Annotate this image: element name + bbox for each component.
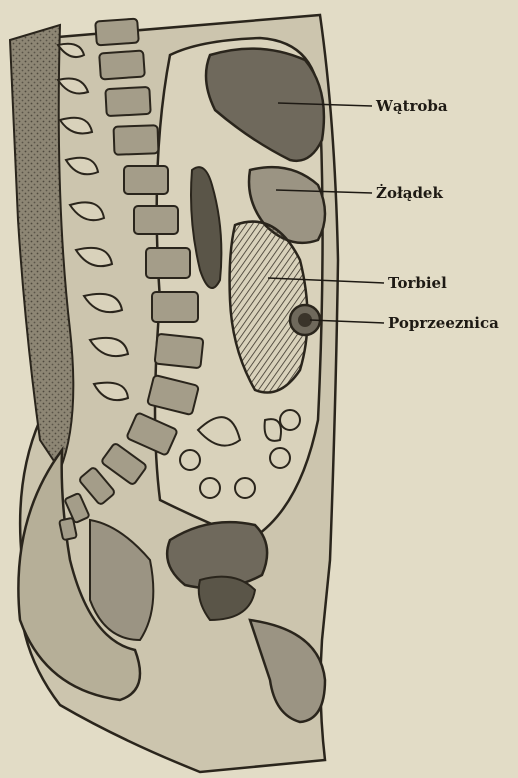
label-stomach: Żołądek <box>376 186 443 201</box>
label-transverse-colon: Poprzeeznica <box>388 316 499 331</box>
label-liver: Wątroba <box>376 99 448 114</box>
label-cyst: Torbiel <box>388 276 447 291</box>
